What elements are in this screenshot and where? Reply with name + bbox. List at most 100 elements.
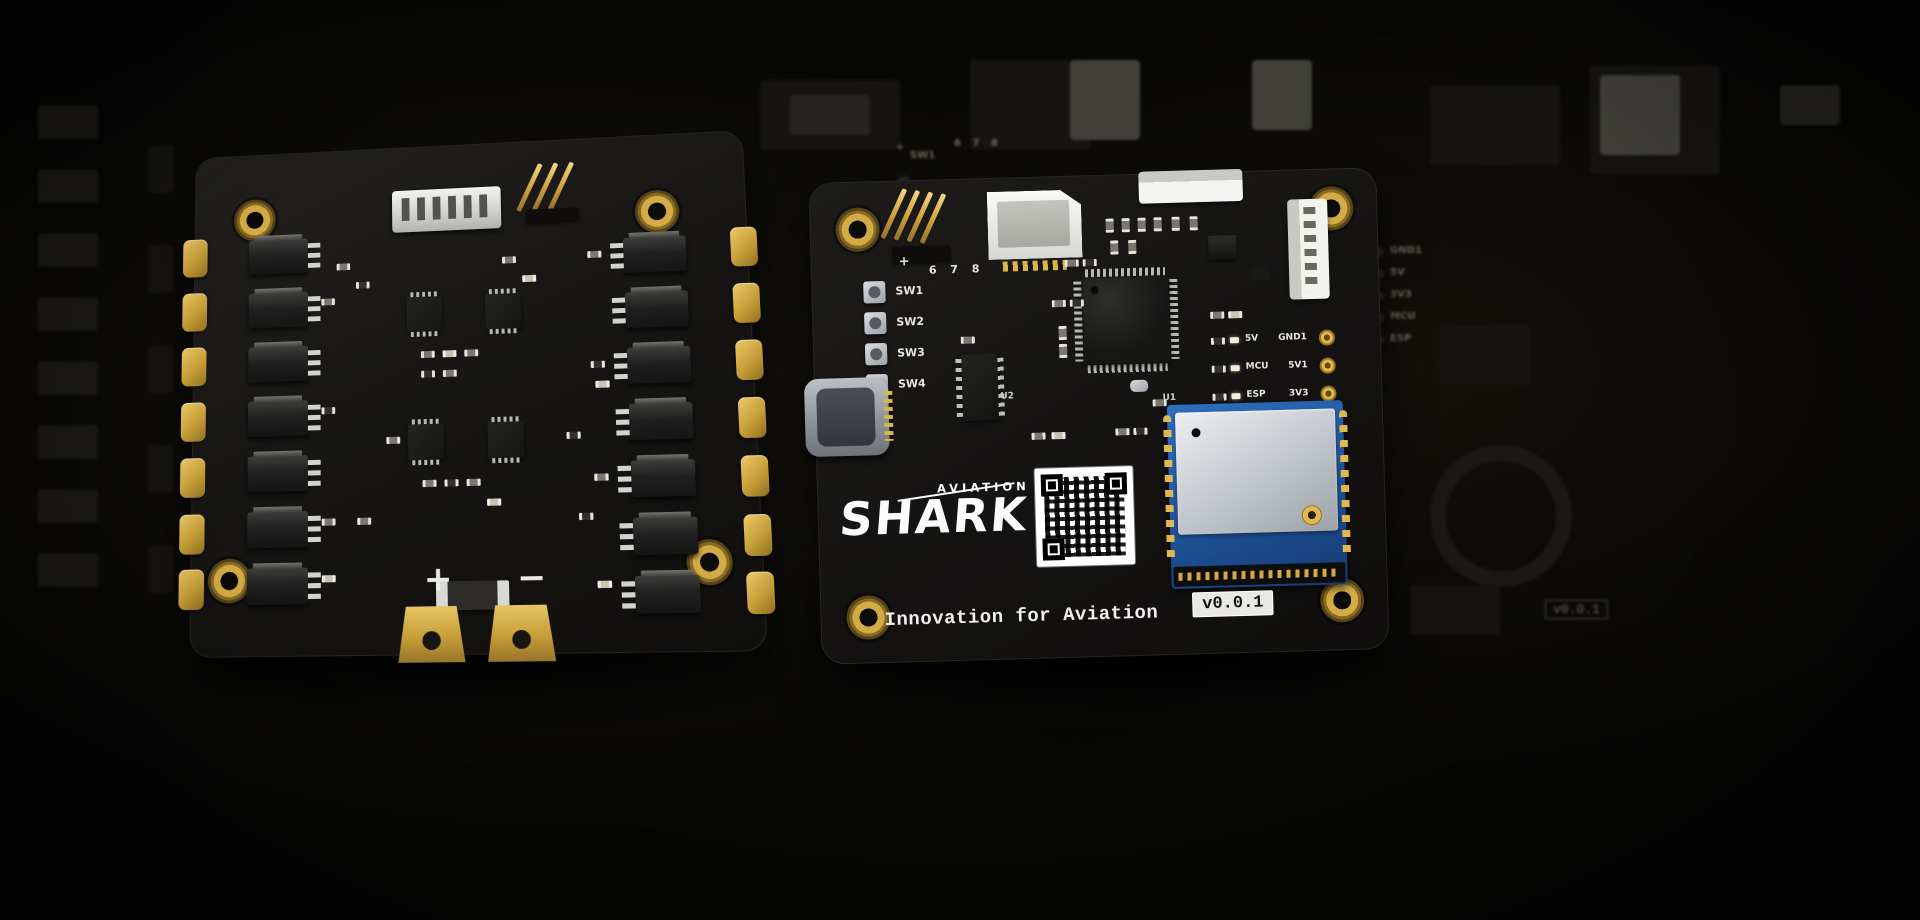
led-5v bbox=[1229, 337, 1240, 344]
passive-component bbox=[321, 298, 335, 306]
version-box: v0.0.1 bbox=[1191, 590, 1274, 618]
fpc-connector-top bbox=[1138, 168, 1244, 204]
castellation-pads-right bbox=[1338, 410, 1352, 561]
background-component bbox=[38, 233, 98, 267]
mosfet bbox=[632, 516, 699, 556]
passive-component bbox=[421, 370, 436, 378]
header-base bbox=[525, 207, 580, 224]
gold-pad bbox=[180, 402, 206, 443]
header-pin-numbers: 6 7 8 bbox=[928, 262, 985, 277]
mosfet bbox=[624, 290, 690, 329]
tactile-switch-sw3 bbox=[864, 342, 888, 366]
test-pad-3v3 bbox=[1320, 385, 1337, 402]
passive-component bbox=[1058, 343, 1068, 359]
background-board-right: GND1 5V 3V3 MCU ESP v0.0.1 bbox=[1350, 25, 1920, 685]
tactile-switch-sw2 bbox=[864, 311, 887, 335]
passive-component bbox=[1137, 217, 1146, 232]
gold-pad bbox=[178, 569, 205, 611]
background-label: GND1 bbox=[1390, 245, 1422, 256]
test-pad-3v3-label: 3V3 bbox=[1288, 388, 1309, 399]
background-component bbox=[148, 245, 174, 293]
passive-component bbox=[597, 580, 613, 589]
mosfet bbox=[628, 401, 694, 441]
passive-component bbox=[357, 517, 372, 525]
qr-finder bbox=[1104, 472, 1128, 495]
crystal-oscillator bbox=[1130, 379, 1149, 393]
gold-pad bbox=[735, 339, 764, 381]
gold-pad bbox=[737, 396, 767, 439]
background-component bbox=[148, 345, 174, 393]
three-pin-header bbox=[516, 159, 585, 225]
background-connector bbox=[1600, 75, 1680, 155]
shield-marker-dot bbox=[1191, 428, 1201, 438]
mosfet bbox=[248, 238, 308, 276]
gold-pad bbox=[182, 239, 208, 278]
passive-component bbox=[578, 512, 594, 521]
driver-ic bbox=[406, 296, 443, 333]
shark-aviation-logo: AVIATION SHARK bbox=[837, 474, 1051, 552]
passive-component bbox=[442, 350, 457, 358]
mosfet bbox=[622, 235, 687, 274]
gold-pad bbox=[179, 458, 206, 499]
passive-component bbox=[1058, 325, 1067, 341]
u2-ref-label: U2 bbox=[1000, 391, 1015, 402]
driver-ic bbox=[485, 292, 522, 330]
sd-card-slot bbox=[987, 189, 1083, 260]
sw3-label: SW3 bbox=[896, 345, 926, 360]
mounting-hole bbox=[207, 558, 251, 604]
gold-pad bbox=[732, 282, 762, 324]
fpc-connector-right bbox=[1287, 198, 1330, 300]
passive-component bbox=[1051, 299, 1066, 308]
driver-ic bbox=[407, 423, 445, 461]
background-component bbox=[1780, 85, 1840, 125]
passive-component bbox=[1228, 310, 1243, 319]
passive-component bbox=[1133, 427, 1148, 436]
background-component bbox=[1440, 325, 1530, 385]
passive-component bbox=[1121, 218, 1130, 233]
background-component bbox=[148, 545, 174, 593]
passive-component bbox=[442, 369, 457, 378]
mcu-chip bbox=[1073, 267, 1180, 374]
negative-power-tab bbox=[487, 604, 556, 661]
background-component bbox=[1430, 85, 1560, 165]
usb-c-connector bbox=[803, 376, 894, 458]
passive-component bbox=[594, 473, 609, 481]
passive-component bbox=[336, 263, 351, 271]
sw4-label: SW4 bbox=[897, 376, 926, 391]
mosfet bbox=[248, 291, 308, 329]
background-label: ESP bbox=[1390, 333, 1412, 344]
passive-component bbox=[321, 518, 336, 526]
plus-polarity-label: + bbox=[423, 558, 453, 601]
passive-component bbox=[487, 498, 502, 506]
mcu-pins-bottom bbox=[1087, 363, 1168, 374]
background-label: 5V bbox=[1390, 267, 1405, 278]
passive-component bbox=[1210, 311, 1225, 319]
driver-ic bbox=[487, 421, 525, 459]
background-connector bbox=[1252, 60, 1312, 130]
passive-component bbox=[466, 478, 481, 487]
passive-component bbox=[1069, 299, 1084, 307]
passive-component bbox=[1110, 240, 1119, 255]
led-esp bbox=[1231, 393, 1241, 400]
gold-pad bbox=[181, 347, 207, 387]
mcu-body bbox=[1082, 276, 1171, 365]
mosfet bbox=[247, 400, 308, 438]
logo-shark-text: SHARK bbox=[837, 486, 1031, 547]
passive-component bbox=[422, 479, 437, 488]
resistor bbox=[1211, 365, 1226, 373]
mosfet bbox=[626, 345, 692, 384]
sd-card-pins bbox=[1002, 259, 1067, 272]
mcu-pins-right bbox=[1169, 278, 1180, 359]
passive-component bbox=[1031, 432, 1046, 440]
test-pad-5v1-label: 5V1 bbox=[1288, 360, 1308, 371]
gold-pad bbox=[745, 571, 776, 615]
passive-component bbox=[321, 575, 336, 583]
header-plus-label: + bbox=[898, 254, 910, 270]
gold-pad bbox=[740, 454, 770, 497]
mosfet bbox=[247, 455, 308, 493]
tagline-text: Innovation for Aviation bbox=[884, 601, 1159, 632]
sw1-label: SW1 bbox=[895, 283, 924, 298]
led-mcu-label: MCU bbox=[1245, 361, 1269, 372]
passive-component bbox=[1128, 239, 1137, 255]
passive-component bbox=[587, 250, 602, 259]
